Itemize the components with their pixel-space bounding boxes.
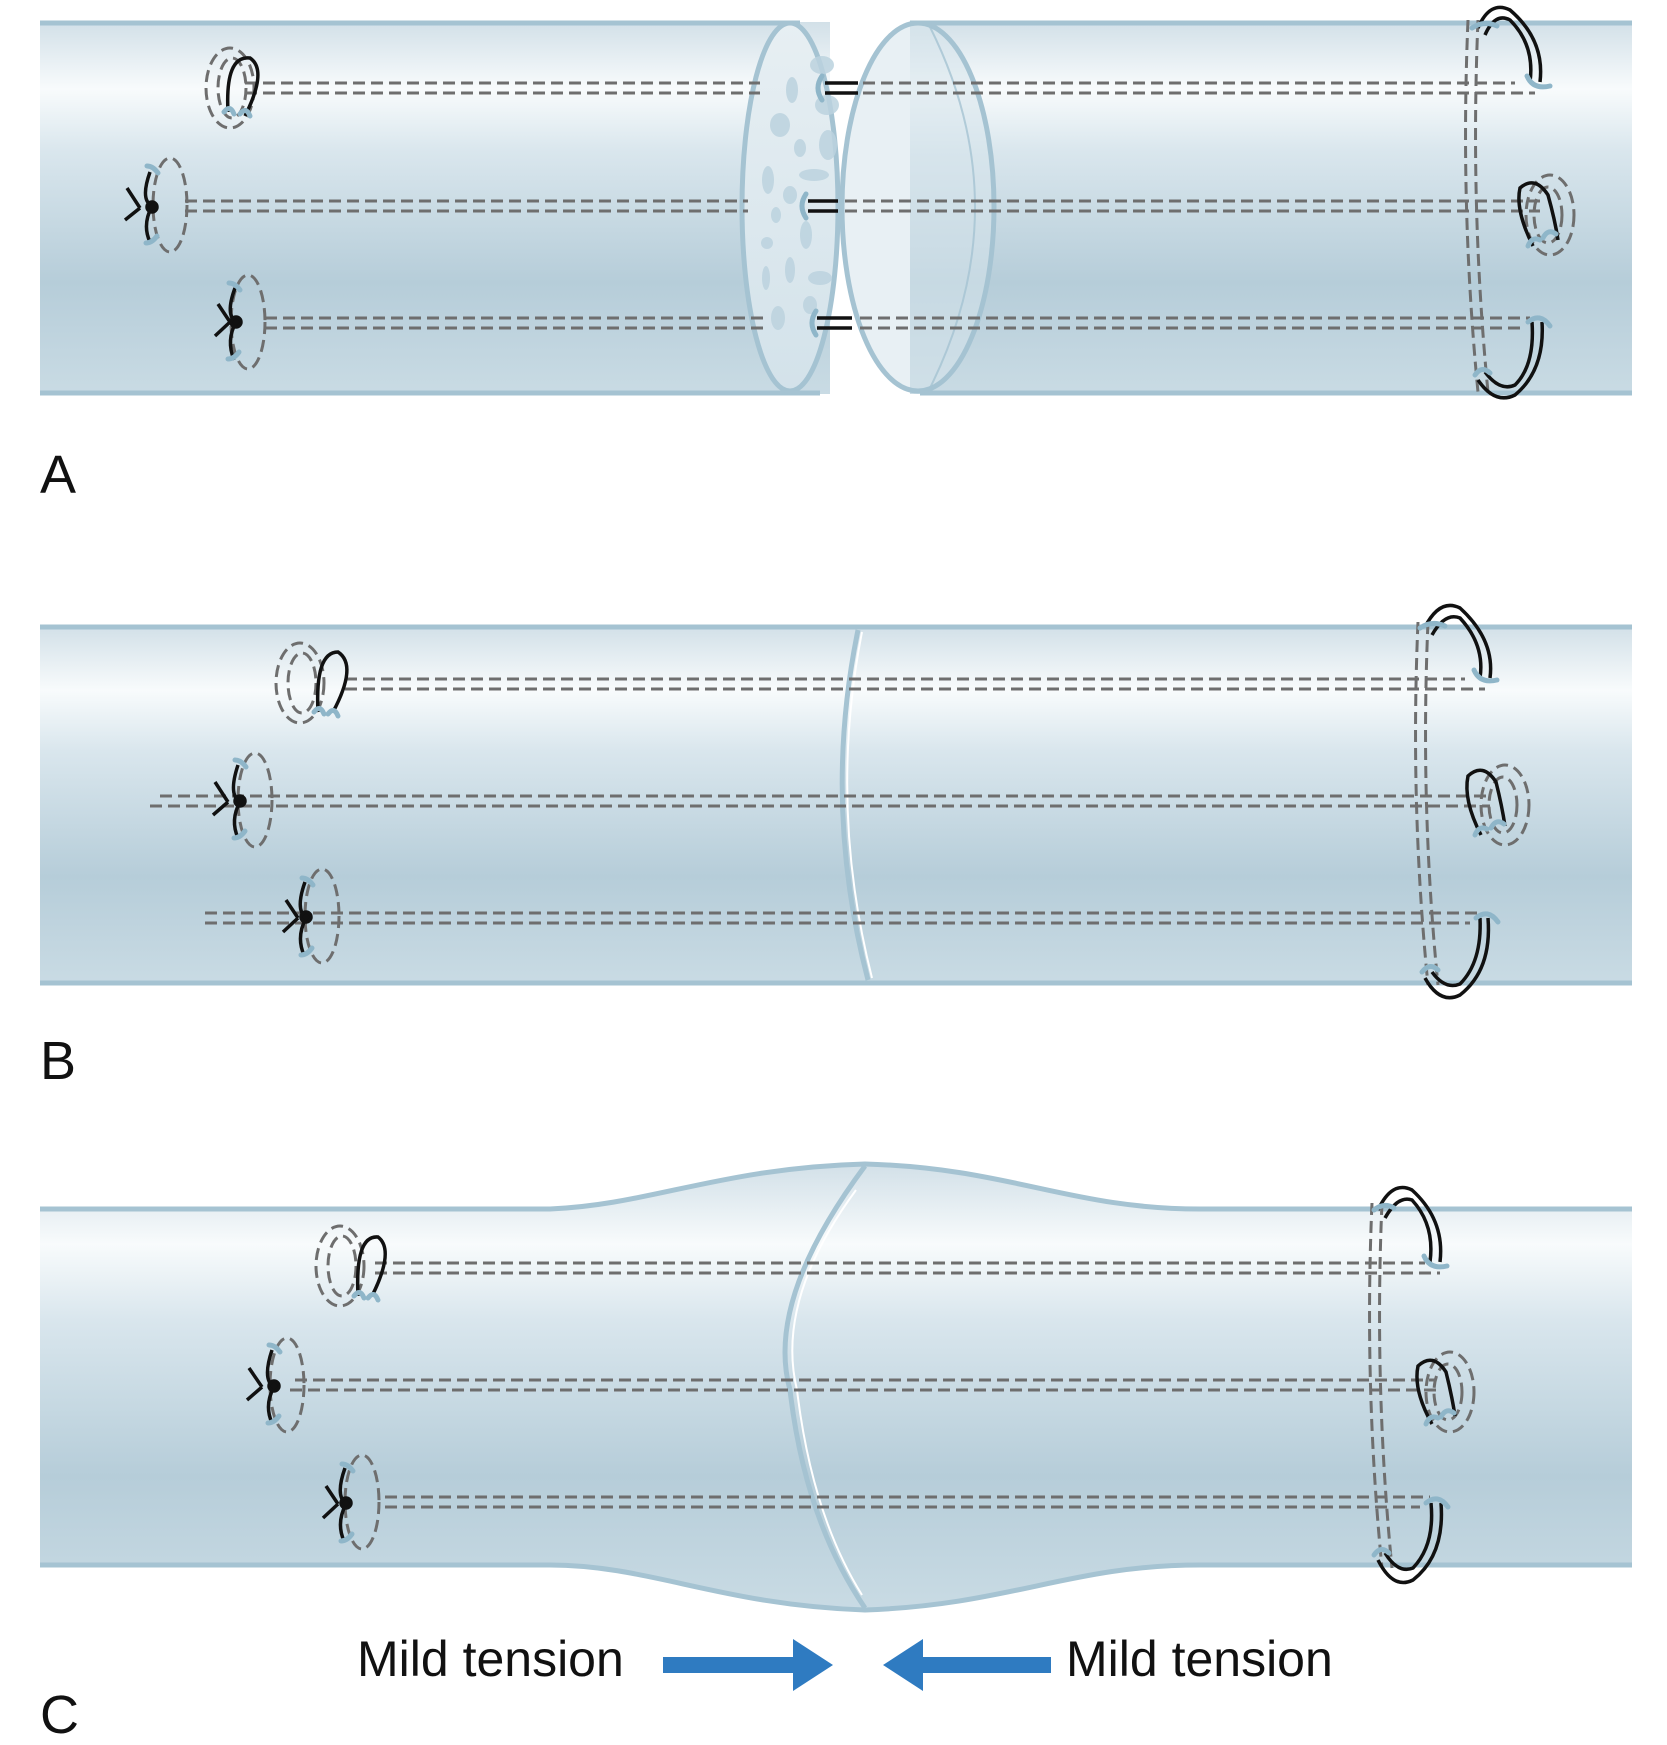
panel-label-a: A: [40, 445, 76, 505]
panel-c: Mild tension Mild tension C: [40, 1161, 1632, 1745]
panel-a: A: [40, 5, 1632, 505]
suture-lines: [268, 1202, 1476, 1569]
panel-label-b: B: [40, 1031, 76, 1091]
tube-right-segment: [910, 22, 1632, 394]
tube-edge-bottom: [40, 1562, 1632, 1613]
panel-b: B: [40, 603, 1632, 1091]
suture-solid: [245, 1185, 1457, 1585]
suture-entry-marks: [143, 20, 1559, 378]
arrow-left-icon: [883, 1639, 1051, 1691]
suture-lines: [151, 19, 1576, 393]
suture-solid: [211, 603, 1507, 1000]
tension-label-left: Mild tension: [357, 1631, 624, 1687]
suture-solid: [123, 5, 1560, 400]
suture-entry-marks: [231, 620, 1507, 975]
stump-face-inner: [929, 26, 976, 389]
arrow-right-icon: [663, 1639, 833, 1691]
stump-face: [839, 20, 997, 394]
suture-lines: [150, 621, 1531, 986]
panel-label-c: C: [40, 1685, 79, 1745]
suture-entry-marks: [265, 1202, 1457, 1558]
coaptation-seam: [782, 1164, 868, 1610]
tension-label-right: Mild tension: [1066, 1631, 1333, 1687]
tube-edge-top: [40, 1161, 1632, 1212]
